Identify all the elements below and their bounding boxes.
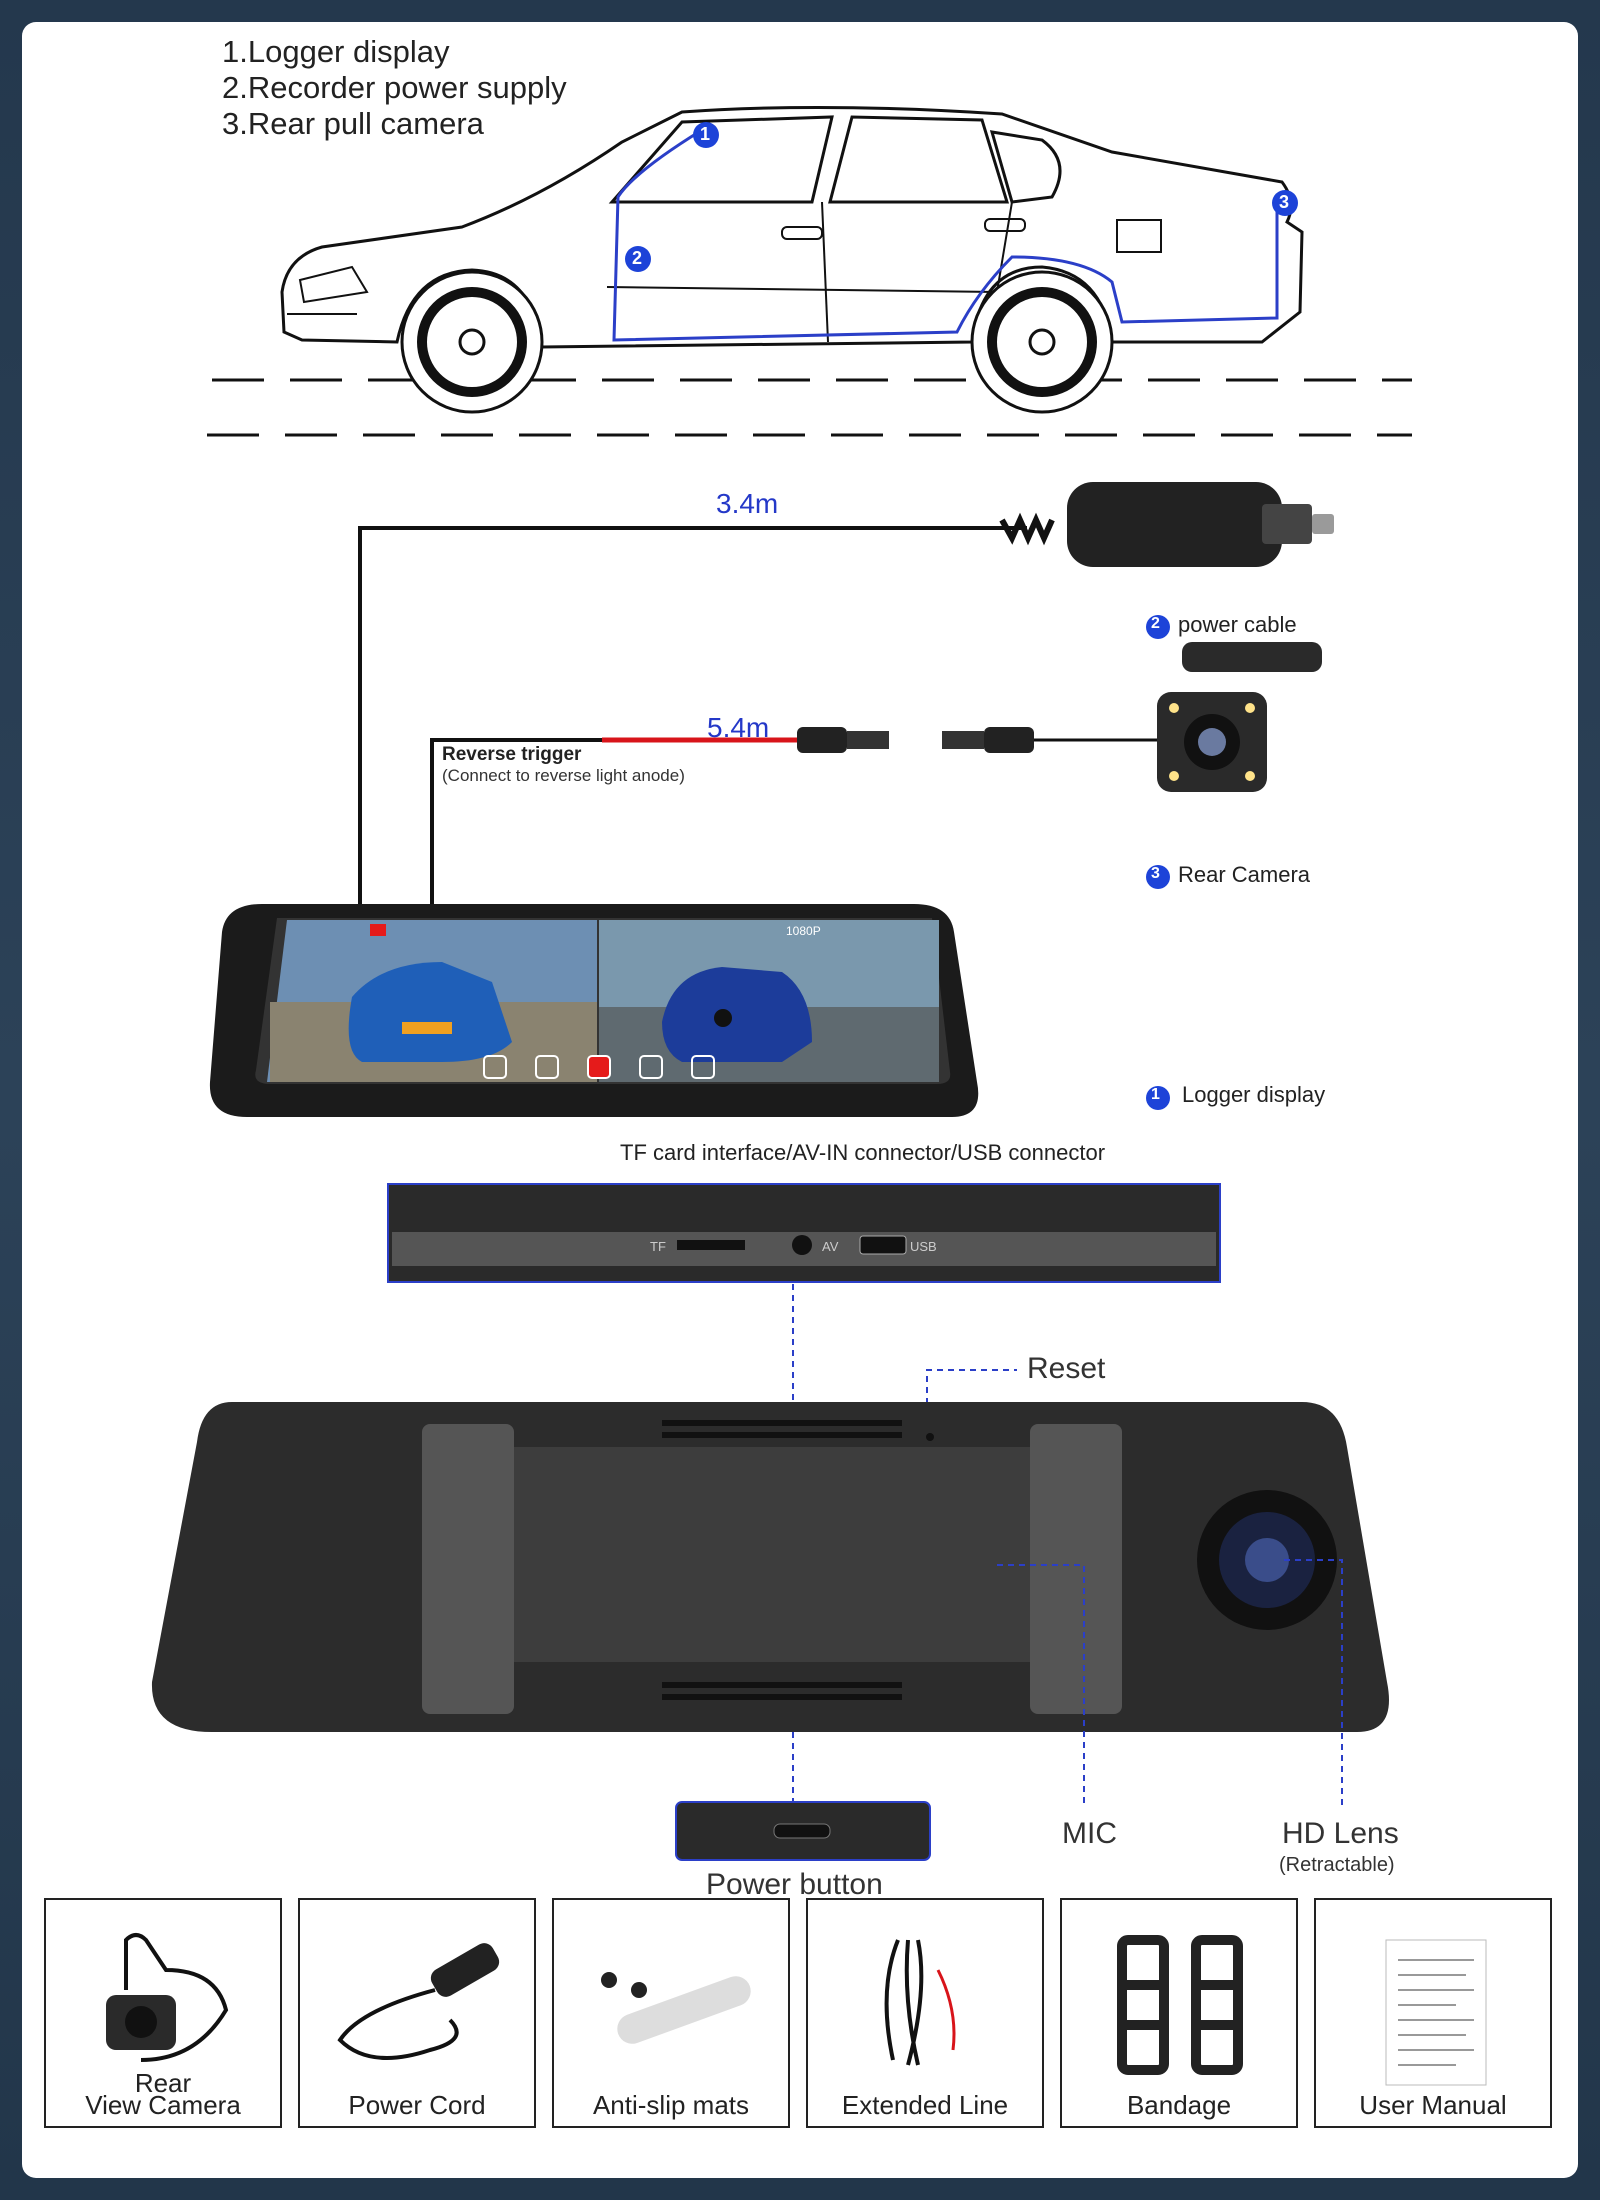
package-item-label: Extended Line: [841, 2090, 1009, 2120]
extended-line-icon: [884, 1939, 956, 2066]
bandage-icon: [1117, 1935, 1243, 2075]
car-badge-2: 2: [632, 248, 643, 268]
installation-legend: 1.Logger display 2.Recorder power supply…: [222, 34, 567, 142]
reverse-trigger-title: Reverse trigger: [442, 744, 582, 765]
package-item-bandage: Bandage: [1060, 1898, 1298, 2128]
port-tf-label: TF: [650, 1239, 666, 1254]
legend-item-power: 2.Recorder power supply: [222, 70, 567, 105]
legend-item-camera: 3.Rear pull camera: [222, 106, 484, 141]
product-diagram-card: 1.Logger display 2.Recorder power supply…: [22, 22, 1578, 2178]
power-cable-length: 3.4m: [716, 488, 779, 519]
package-item-extended-line: Extended Line: [806, 1898, 1044, 2128]
hd-lens-label: HD Lens: [1282, 1817, 1399, 1850]
camera-cable-length: 5.4m: [707, 712, 770, 743]
power-button-label: Power button: [706, 1868, 883, 1901]
package-item-label: Rear View Camera: [46, 2068, 280, 2120]
rear-camera-icon: [106, 1933, 229, 2062]
package-item-power-cord: Power Cord: [298, 1898, 536, 2128]
package-item-label: Power Cord: [348, 2090, 486, 2120]
power-cable-label: power cable: [1178, 612, 1297, 637]
port-av-label: AV: [822, 1239, 839, 1254]
port-usb-label: USB: [910, 1239, 937, 1254]
hd-lens-note: (Retractable): [1279, 1854, 1395, 1876]
wiring-diagram: [209, 482, 1334, 1117]
legend-item-logger: 1.Logger display: [222, 34, 450, 69]
package-item-label: Anti-slip mats: [592, 2090, 750, 2120]
callout-badge-3: 3: [1151, 865, 1160, 882]
callout-badge-2: 2: [1151, 615, 1160, 632]
reset-label: Reset: [1027, 1352, 1106, 1385]
reverse-trigger-note: (Connect to reverse light anode): [442, 766, 685, 785]
ports-caption: TF card interface/AV-IN connector/USB co…: [620, 1140, 1106, 1165]
package-label-line: View Camera: [85, 2090, 241, 2120]
screen-resolution: 1080P: [786, 924, 821, 938]
user-manual-icon: [1385, 1939, 1487, 2086]
callout-badge-1: 1: [1151, 1086, 1160, 1103]
package-item-user-manual: User Manual: [1314, 1898, 1552, 2128]
power-cord-icon: [337, 1943, 500, 2060]
anti-slip-mat-icon: [601, 1972, 751, 2044]
package-label-line: Rear: [134, 2068, 192, 2098]
car-illustration: [207, 105, 1412, 437]
package-item-label: Bandage: [1126, 2090, 1232, 2120]
package-item-anti-slip: Anti-slip mats: [552, 1898, 790, 2128]
rear-camera-label: Rear Camera: [1178, 862, 1311, 887]
package-item-rear-camera: Rear View Camera: [44, 1898, 282, 2128]
car-badge-3: 3: [1279, 192, 1290, 212]
mirror-rear-view: [151, 1183, 1389, 1861]
package-contents: Rear View Camera Power Cord Anti-slip ma…: [44, 1898, 1556, 2130]
mic-label: MIC: [1062, 1817, 1117, 1850]
logger-display-label: Logger display: [1182, 1082, 1326, 1107]
package-item-label: User Manual: [1359, 2090, 1507, 2120]
car-badge-1: 1: [700, 124, 711, 144]
